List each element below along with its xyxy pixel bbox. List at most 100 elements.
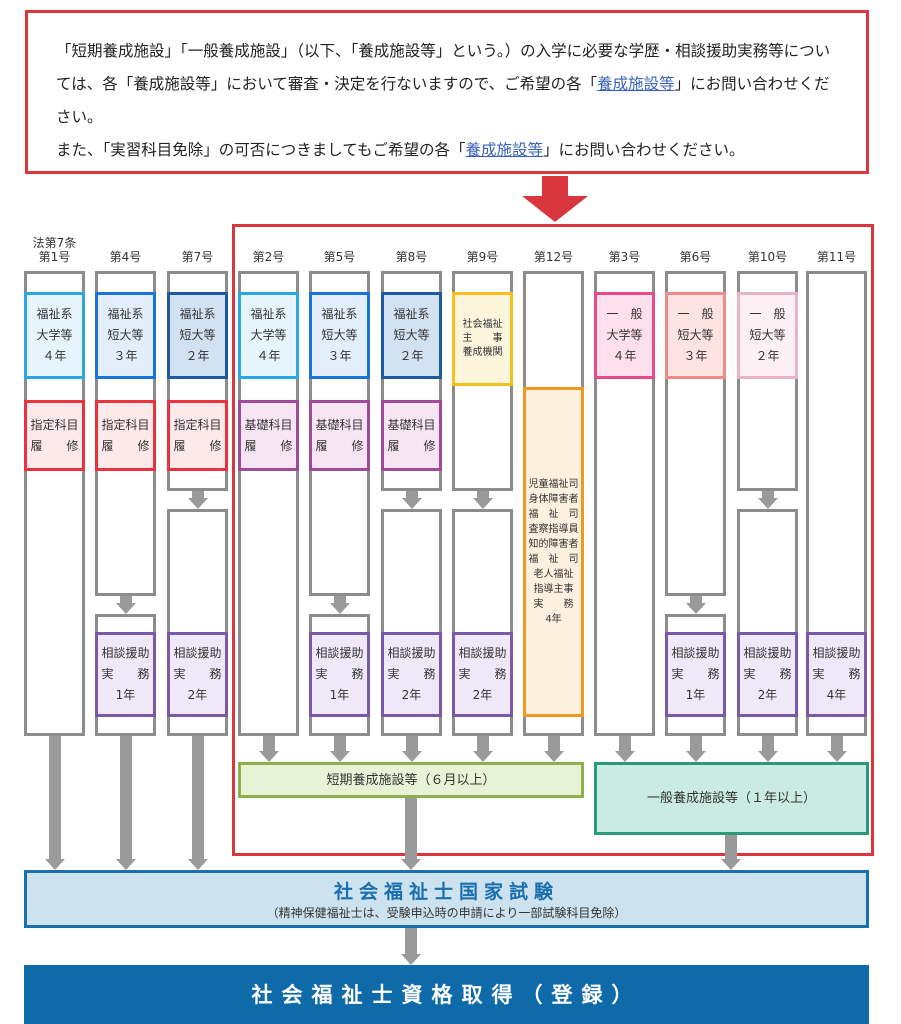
column-label: 第10号 — [732, 250, 804, 280]
down-arrow-icon — [44, 859, 65, 870]
box-text: 1年 — [115, 688, 136, 702]
course-box: 指定科目履 修 — [167, 400, 228, 471]
down-arrow-icon — [115, 859, 136, 870]
notice-text: 」にお問い合わせください。 — [56, 75, 830, 126]
arrow-shaft — [618, 736, 631, 752]
box-text: 履 修 — [173, 438, 222, 453]
box-text: 短大等 — [749, 328, 786, 342]
arrow-shaft — [476, 491, 489, 499]
box-text: 履 修 — [387, 438, 436, 453]
arrow-shaft — [405, 736, 418, 752]
box-text: 短大等 — [321, 328, 358, 342]
down-arrow-icon — [401, 498, 422, 509]
arrow-shaft — [191, 491, 204, 499]
column-label: 第5号 — [304, 250, 376, 280]
arrow-shaft — [333, 736, 346, 752]
box-text: 履 修 — [101, 438, 150, 453]
course-box: 指定科目履 修 — [95, 400, 156, 471]
training-facility-link[interactable]: 養成施設等 — [597, 75, 675, 93]
column-label: 第12号 — [518, 250, 590, 280]
down-arrow-icon — [329, 603, 350, 614]
box-text: 大学等 — [36, 328, 73, 342]
school-box: 福祉系短大等 ３年 — [309, 292, 370, 379]
down-arrow-icon — [721, 859, 741, 870]
down-arrow-icon — [757, 751, 778, 762]
box-text: 福祉系 — [393, 307, 430, 321]
short-course-box: 短期養成施設等（６月以上） — [238, 762, 584, 798]
course-box: 基礎科目履 修 — [309, 400, 370, 471]
arrow-shaft — [761, 736, 774, 752]
arrow-shaft — [689, 596, 702, 604]
box-text: 相談援助 — [101, 646, 150, 660]
arrow-shaft — [405, 798, 417, 860]
box-text: 福祉系 — [107, 307, 144, 321]
box-text: 福 祉 司 — [528, 509, 579, 520]
box-text: 相談援助 — [387, 646, 436, 660]
box-text: 実 務 — [533, 599, 574, 610]
box-text: 相談援助 — [812, 646, 861, 660]
box-text: 福祉系 — [321, 307, 358, 321]
box-text: ３年 — [113, 349, 138, 363]
box-text: 指定科目 — [173, 417, 222, 432]
column-label-text: 第7号 — [181, 250, 214, 264]
down-arrow-icon — [187, 498, 208, 509]
box-text: ３年 — [327, 349, 352, 363]
school-box: 福祉系短大等 ２年 — [381, 292, 442, 379]
notice-text: 」にお問い合わせください。 — [543, 141, 745, 159]
column-label: 第11号 — [801, 250, 873, 280]
work-experience-box: 児童福祉司身体障害者福 祉 司査察指導員知的障害者福 祉 司老人福祉指導主事実 … — [523, 387, 584, 717]
box-text: 実 務 — [387, 667, 436, 681]
box-text: 2年 — [401, 688, 422, 702]
box-text: ２年 — [399, 349, 424, 363]
arrow-shaft — [119, 596, 132, 604]
course-box: 基礎科目履 修 — [238, 400, 299, 471]
box-text: 児童福祉司 — [528, 479, 579, 490]
box-text: 福祉系 — [250, 307, 287, 321]
box-text: 1年 — [685, 688, 706, 702]
down-arrow-icon — [187, 859, 208, 870]
column-label-text: 第3号 — [608, 250, 641, 264]
exam-note: （精神保健福祉士は、受験申込時の申請により一部試験科目免除） — [266, 906, 627, 920]
column-label: 第2号 — [233, 250, 305, 280]
down-arrow-icon — [543, 751, 564, 762]
box-text: 福 祉 司 — [528, 554, 579, 565]
arrow-shaft — [119, 736, 132, 860]
box-text: ４年 — [42, 349, 67, 363]
box-text: 一 般 — [677, 307, 714, 321]
column-label-text: 第5号 — [323, 250, 356, 264]
box-text: 短大等 — [393, 328, 430, 342]
column-label-text: 法第7条 — [32, 236, 77, 250]
arrow-shaft — [405, 491, 418, 499]
box-text: 短大等 — [677, 328, 714, 342]
column-label-text: 第4号 — [109, 250, 142, 264]
column-label: 第7号 — [162, 250, 234, 280]
arrow-shaft — [48, 736, 61, 860]
box-text: 相談援助 — [173, 646, 222, 660]
column-label-text: 第6号 — [679, 250, 712, 264]
box-text: 大学等 — [606, 328, 643, 342]
training-facility-link[interactable]: 養成施設等 — [465, 141, 544, 159]
box-text: 一 般 — [749, 307, 786, 321]
box-text: 福祉系 — [179, 307, 216, 321]
arrow-shaft — [725, 835, 737, 860]
column-label-text: 第8号 — [395, 250, 428, 264]
box-text: ４年 — [256, 349, 281, 363]
notice-text: 「短期養成施設」「一般養成施設」（以下、「養成施設等」という。）の入学に必要な学… — [56, 42, 831, 93]
box-text: 指定科目 — [101, 417, 150, 432]
column-label: 第9号 — [447, 250, 519, 280]
box-text: 実 務 — [173, 667, 222, 681]
column-label-text: 第11号 — [816, 250, 857, 264]
box-text: 基礎科目 — [244, 417, 293, 432]
down-arrow-icon — [685, 603, 706, 614]
down-arrow-icon — [472, 751, 493, 762]
column-label-text: 第2号 — [252, 250, 285, 264]
down-arrow-icon — [685, 751, 706, 762]
